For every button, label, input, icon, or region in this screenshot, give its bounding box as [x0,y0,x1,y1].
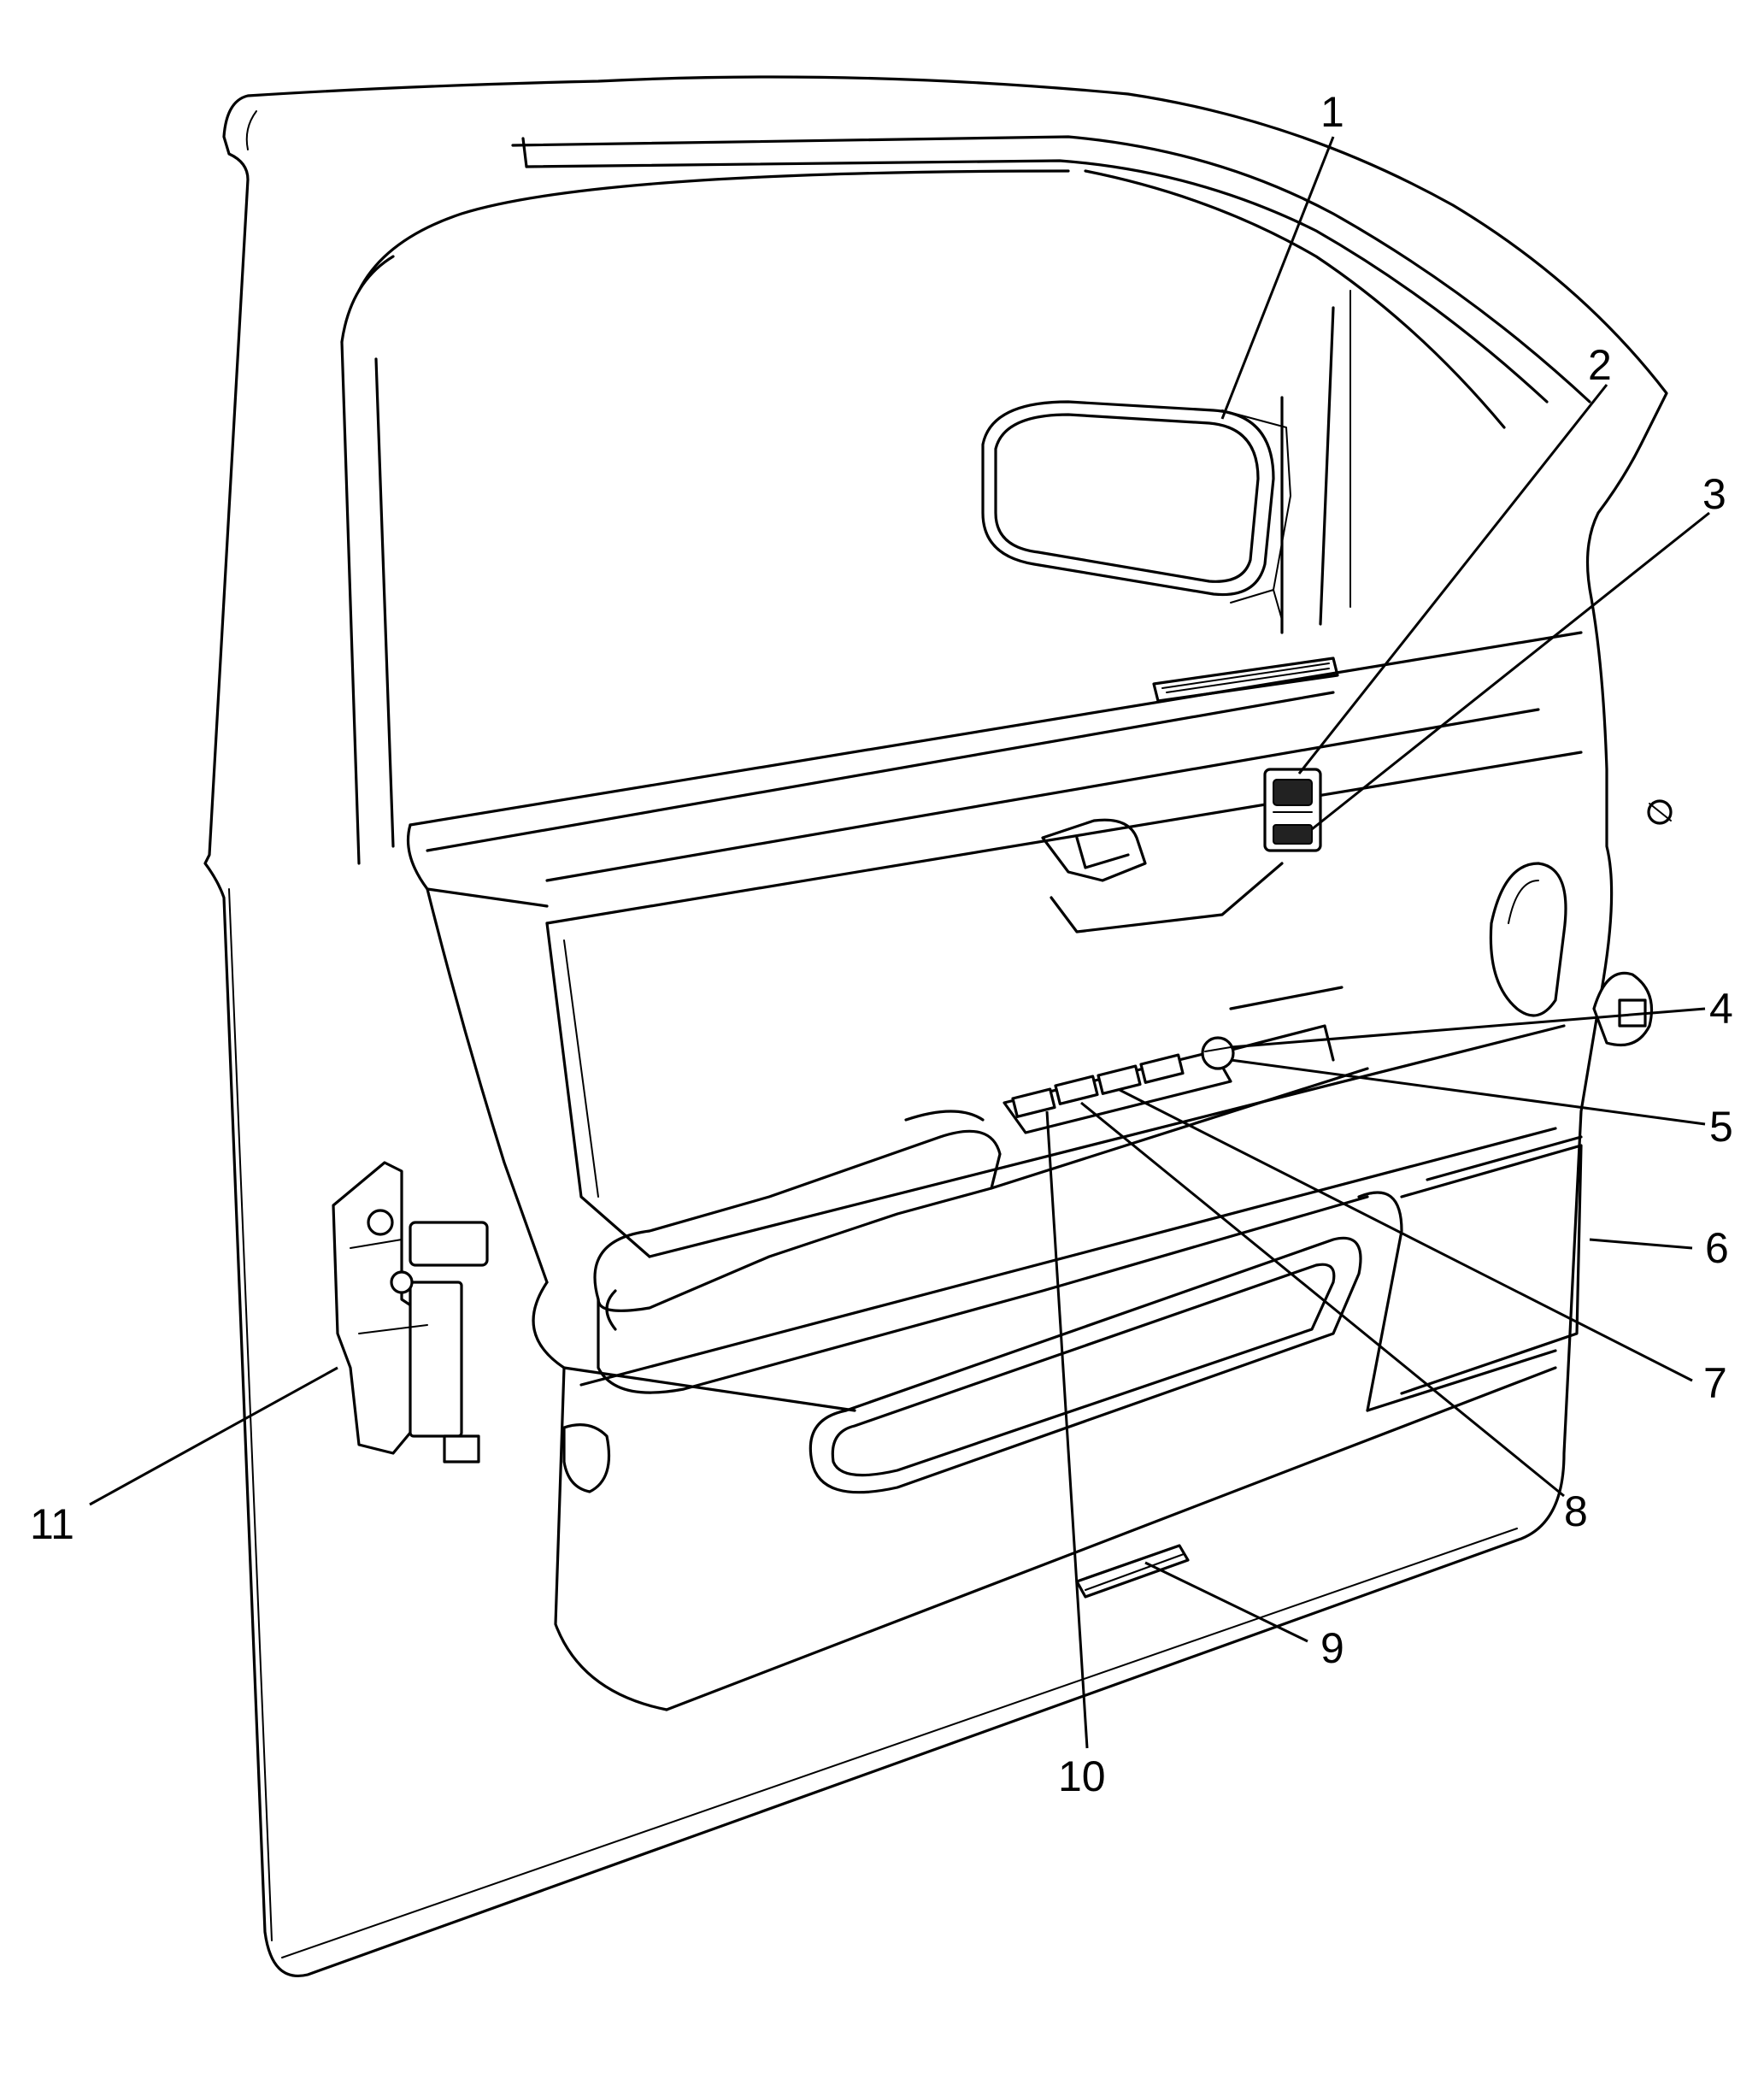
door-latch [332,1161,489,1463]
callouts: 1 2 3 4 5 6 7 8 9 10 11 [30,88,1733,1800]
mirror-switch-assembly [1263,768,1322,852]
upper-trim [406,631,1583,1284]
window-frame [340,135,1591,865]
lower-trim [532,1024,1583,1711]
door-shell [203,75,1668,1977]
callout-4: 4 [1709,985,1733,1033]
window-switch-panel [1003,1036,1235,1134]
callout-11: 11 [30,1500,74,1548]
callout-3: 3 [1702,470,1726,518]
callout-6: 6 [1705,1224,1729,1272]
armrest [593,986,1369,1394]
callout-10: 10 [1058,1752,1106,1800]
callout-7: 7 [1703,1359,1727,1407]
callout-8: 8 [1564,1487,1588,1535]
rear-handle-cup [1489,862,1567,1017]
trim-clip [1647,799,1673,825]
callout-2: 2 [1588,341,1612,389]
callout-9: 9 [1320,1624,1344,1672]
callout-1: 1 [1320,88,1344,136]
leader-lines [89,136,1710,1749]
door-lock-knob [1592,971,1654,1047]
callout-5: 5 [1709,1103,1733,1151]
inside-handle [1041,818,1284,933]
outside-mirror [981,400,1291,621]
